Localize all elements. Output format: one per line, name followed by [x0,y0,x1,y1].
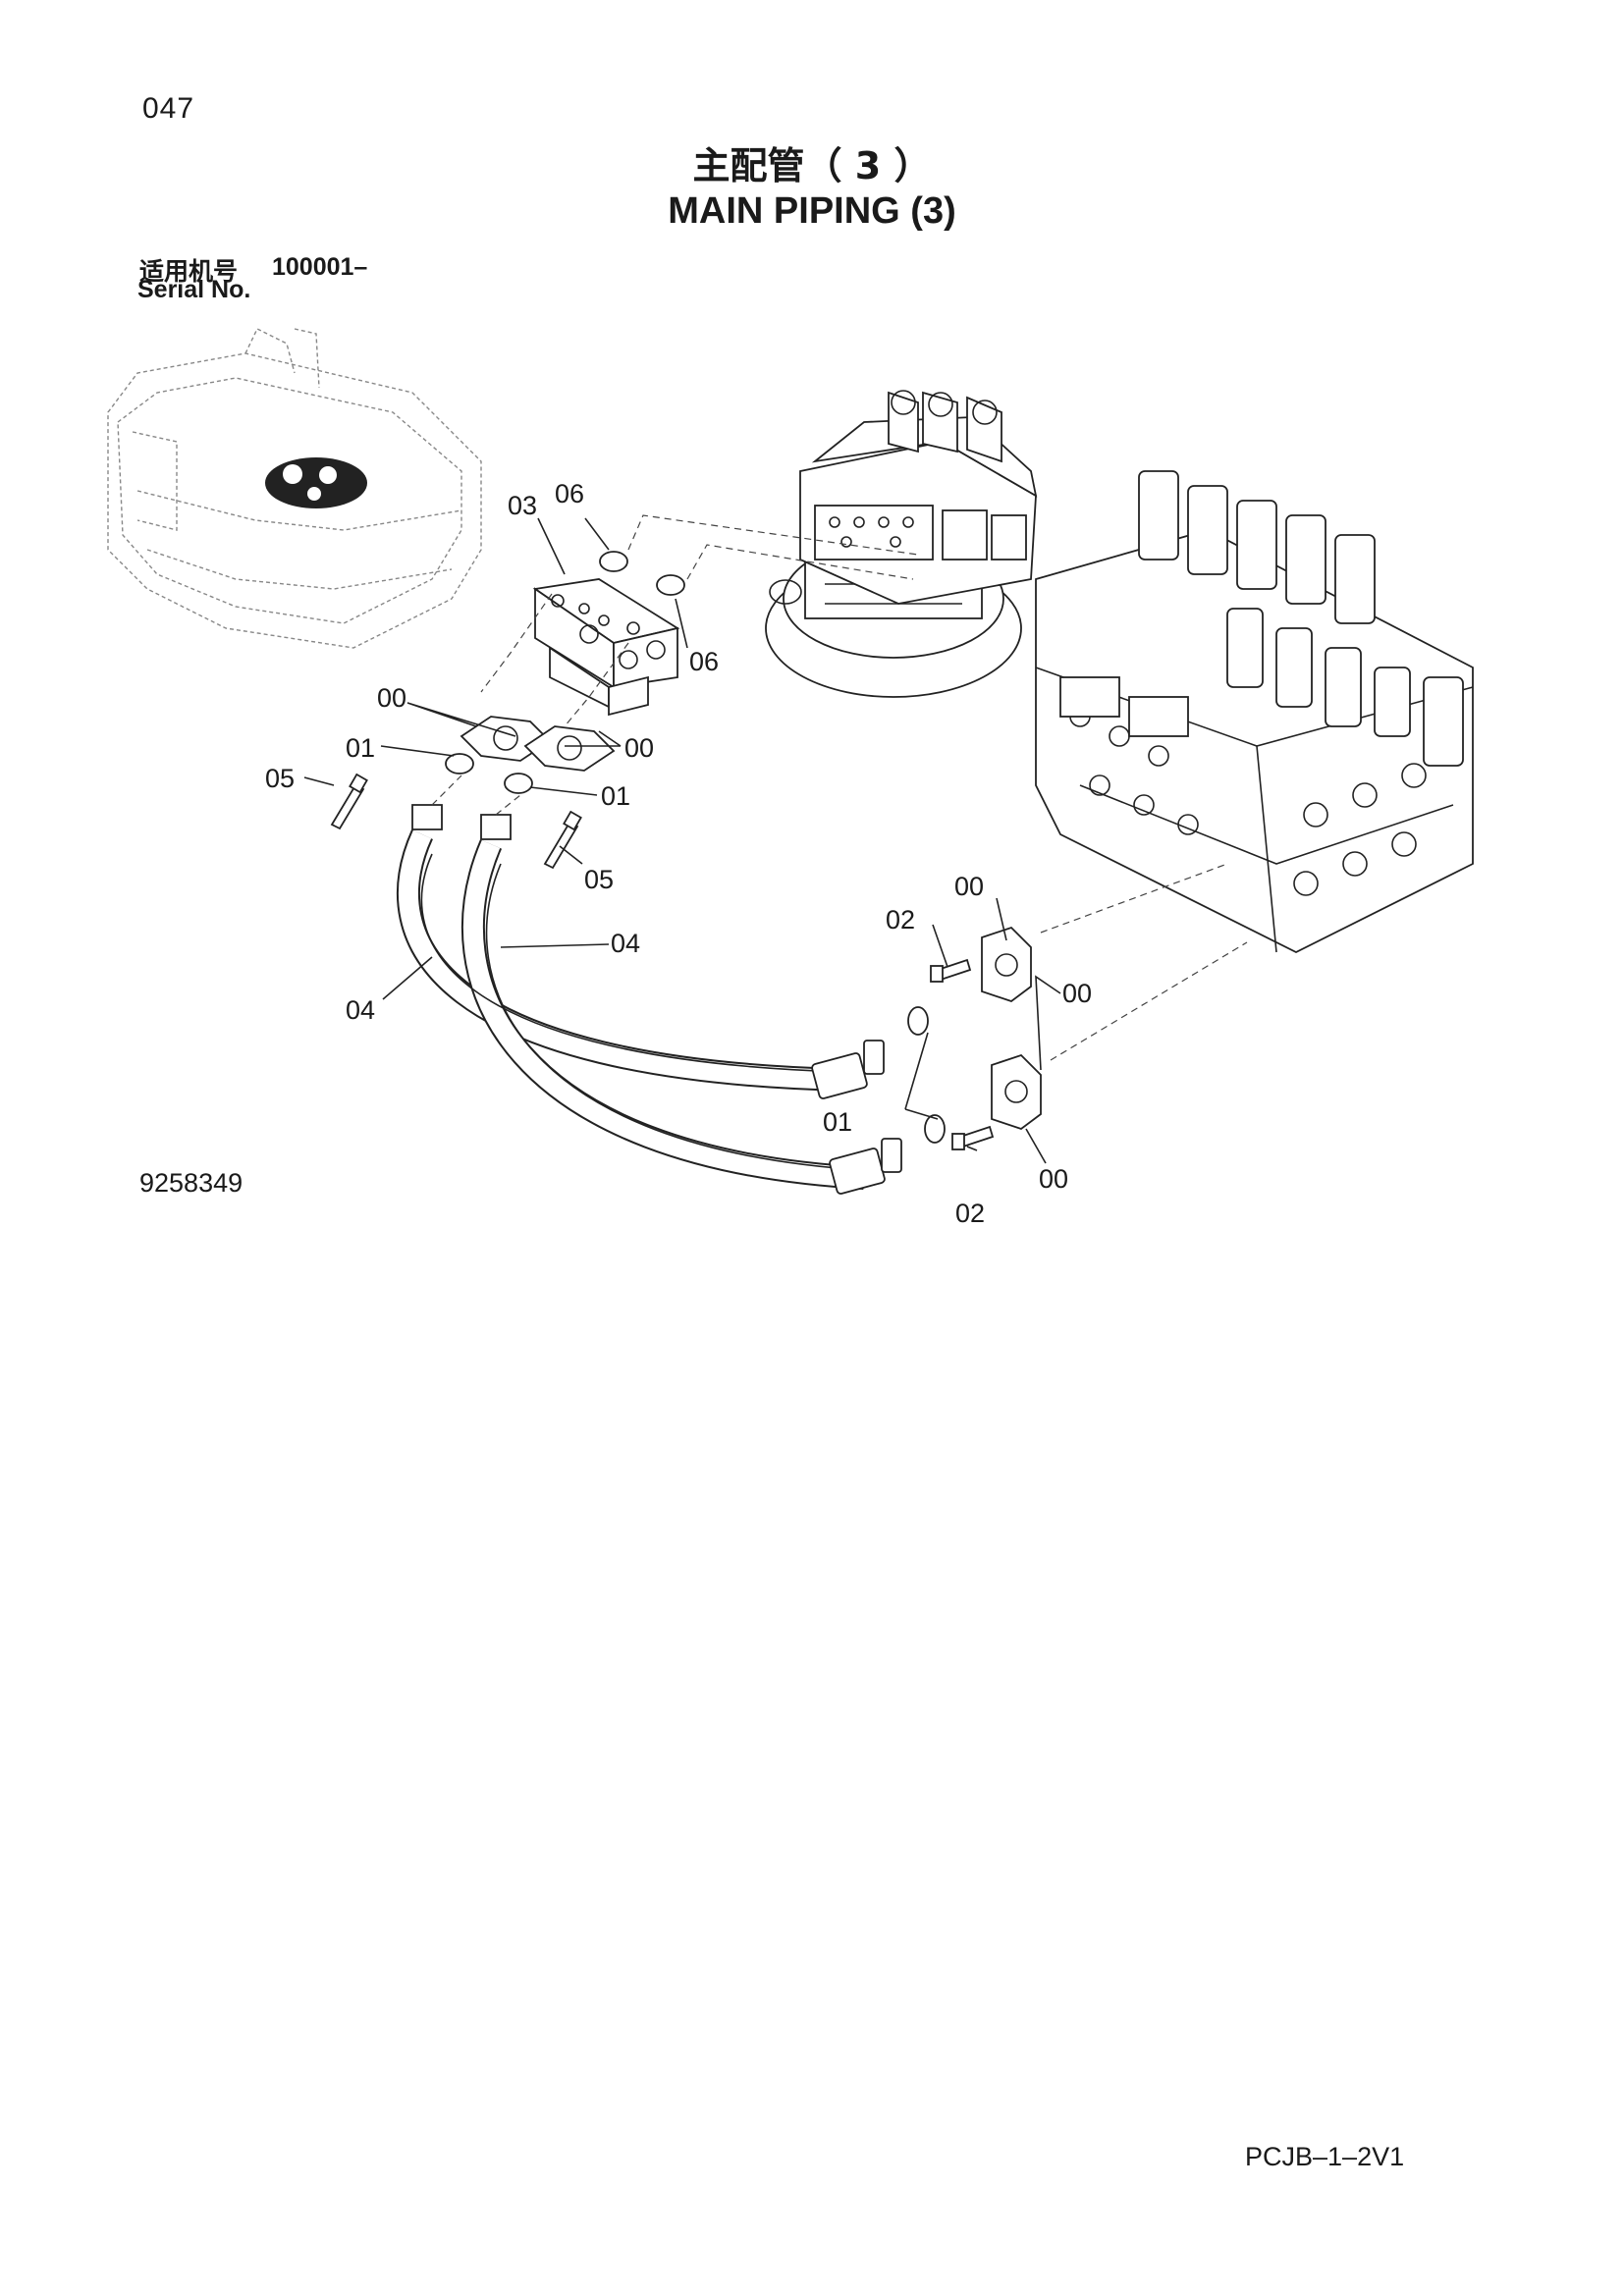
o-rings-01-upper [445,753,533,794]
callout-01-left: 01 [346,733,375,763]
callout-05-left: 05 [265,764,295,793]
callout-01-lower: 01 [823,1107,852,1137]
callout-04-right: 04 [611,929,640,958]
callout-03: 03 [508,491,537,520]
callout-00-left: 00 [377,683,406,713]
callout-00-right: 00 [624,733,654,763]
callout-06-lower: 06 [689,647,719,676]
serial-range: 100001– [272,253,368,281]
callout-00-upper-flange: 00 [954,872,984,901]
split-flanges-upper [460,716,616,772]
o-rings-06 [599,551,685,596]
callout-02-upper: 02 [886,905,915,934]
highlighted-component-icon [265,457,367,508]
serial-label-english: Serial No. [137,276,251,303]
callout-00-lower: 00 [1039,1164,1068,1194]
leader-lines [303,517,1061,1164]
swing-motor [765,390,1038,698]
drawing-number: 9258349 [139,1168,244,1198]
hoses-04 [396,804,902,1195]
serial-label-chinese: 适用机号 [139,257,239,286]
callout-04-left: 04 [346,995,375,1025]
bolt-05-right [543,810,582,870]
callout-06-upper: 06 [555,479,584,508]
page-number: 047 [142,92,195,125]
excavator-location-view [107,328,482,649]
callout-00-middle: 00 [1062,979,1092,1008]
control-valve [1035,470,1474,954]
page-title-chinese: 主配管（ 3 ） [692,144,932,187]
assembly-lines [431,514,1248,1061]
o-rings-01-lower [907,1006,946,1144]
bolt-05-left [330,773,368,830]
block-03 [532,578,680,717]
callout-01-right: 01 [601,781,630,811]
split-flanges-lower [981,926,1042,1131]
callout-labels: 03 06 06 00 00 01 01 05 05 04 04 02 00 0… [265,479,1092,1228]
page-title-english: MAIN PIPING (3) [668,190,956,232]
document-code: PCJB–1–2V1 [1245,2142,1405,2171]
callout-02-lower: 02 [955,1199,985,1228]
callout-05-right: 05 [584,865,614,894]
bolts-02 [930,958,995,1150]
